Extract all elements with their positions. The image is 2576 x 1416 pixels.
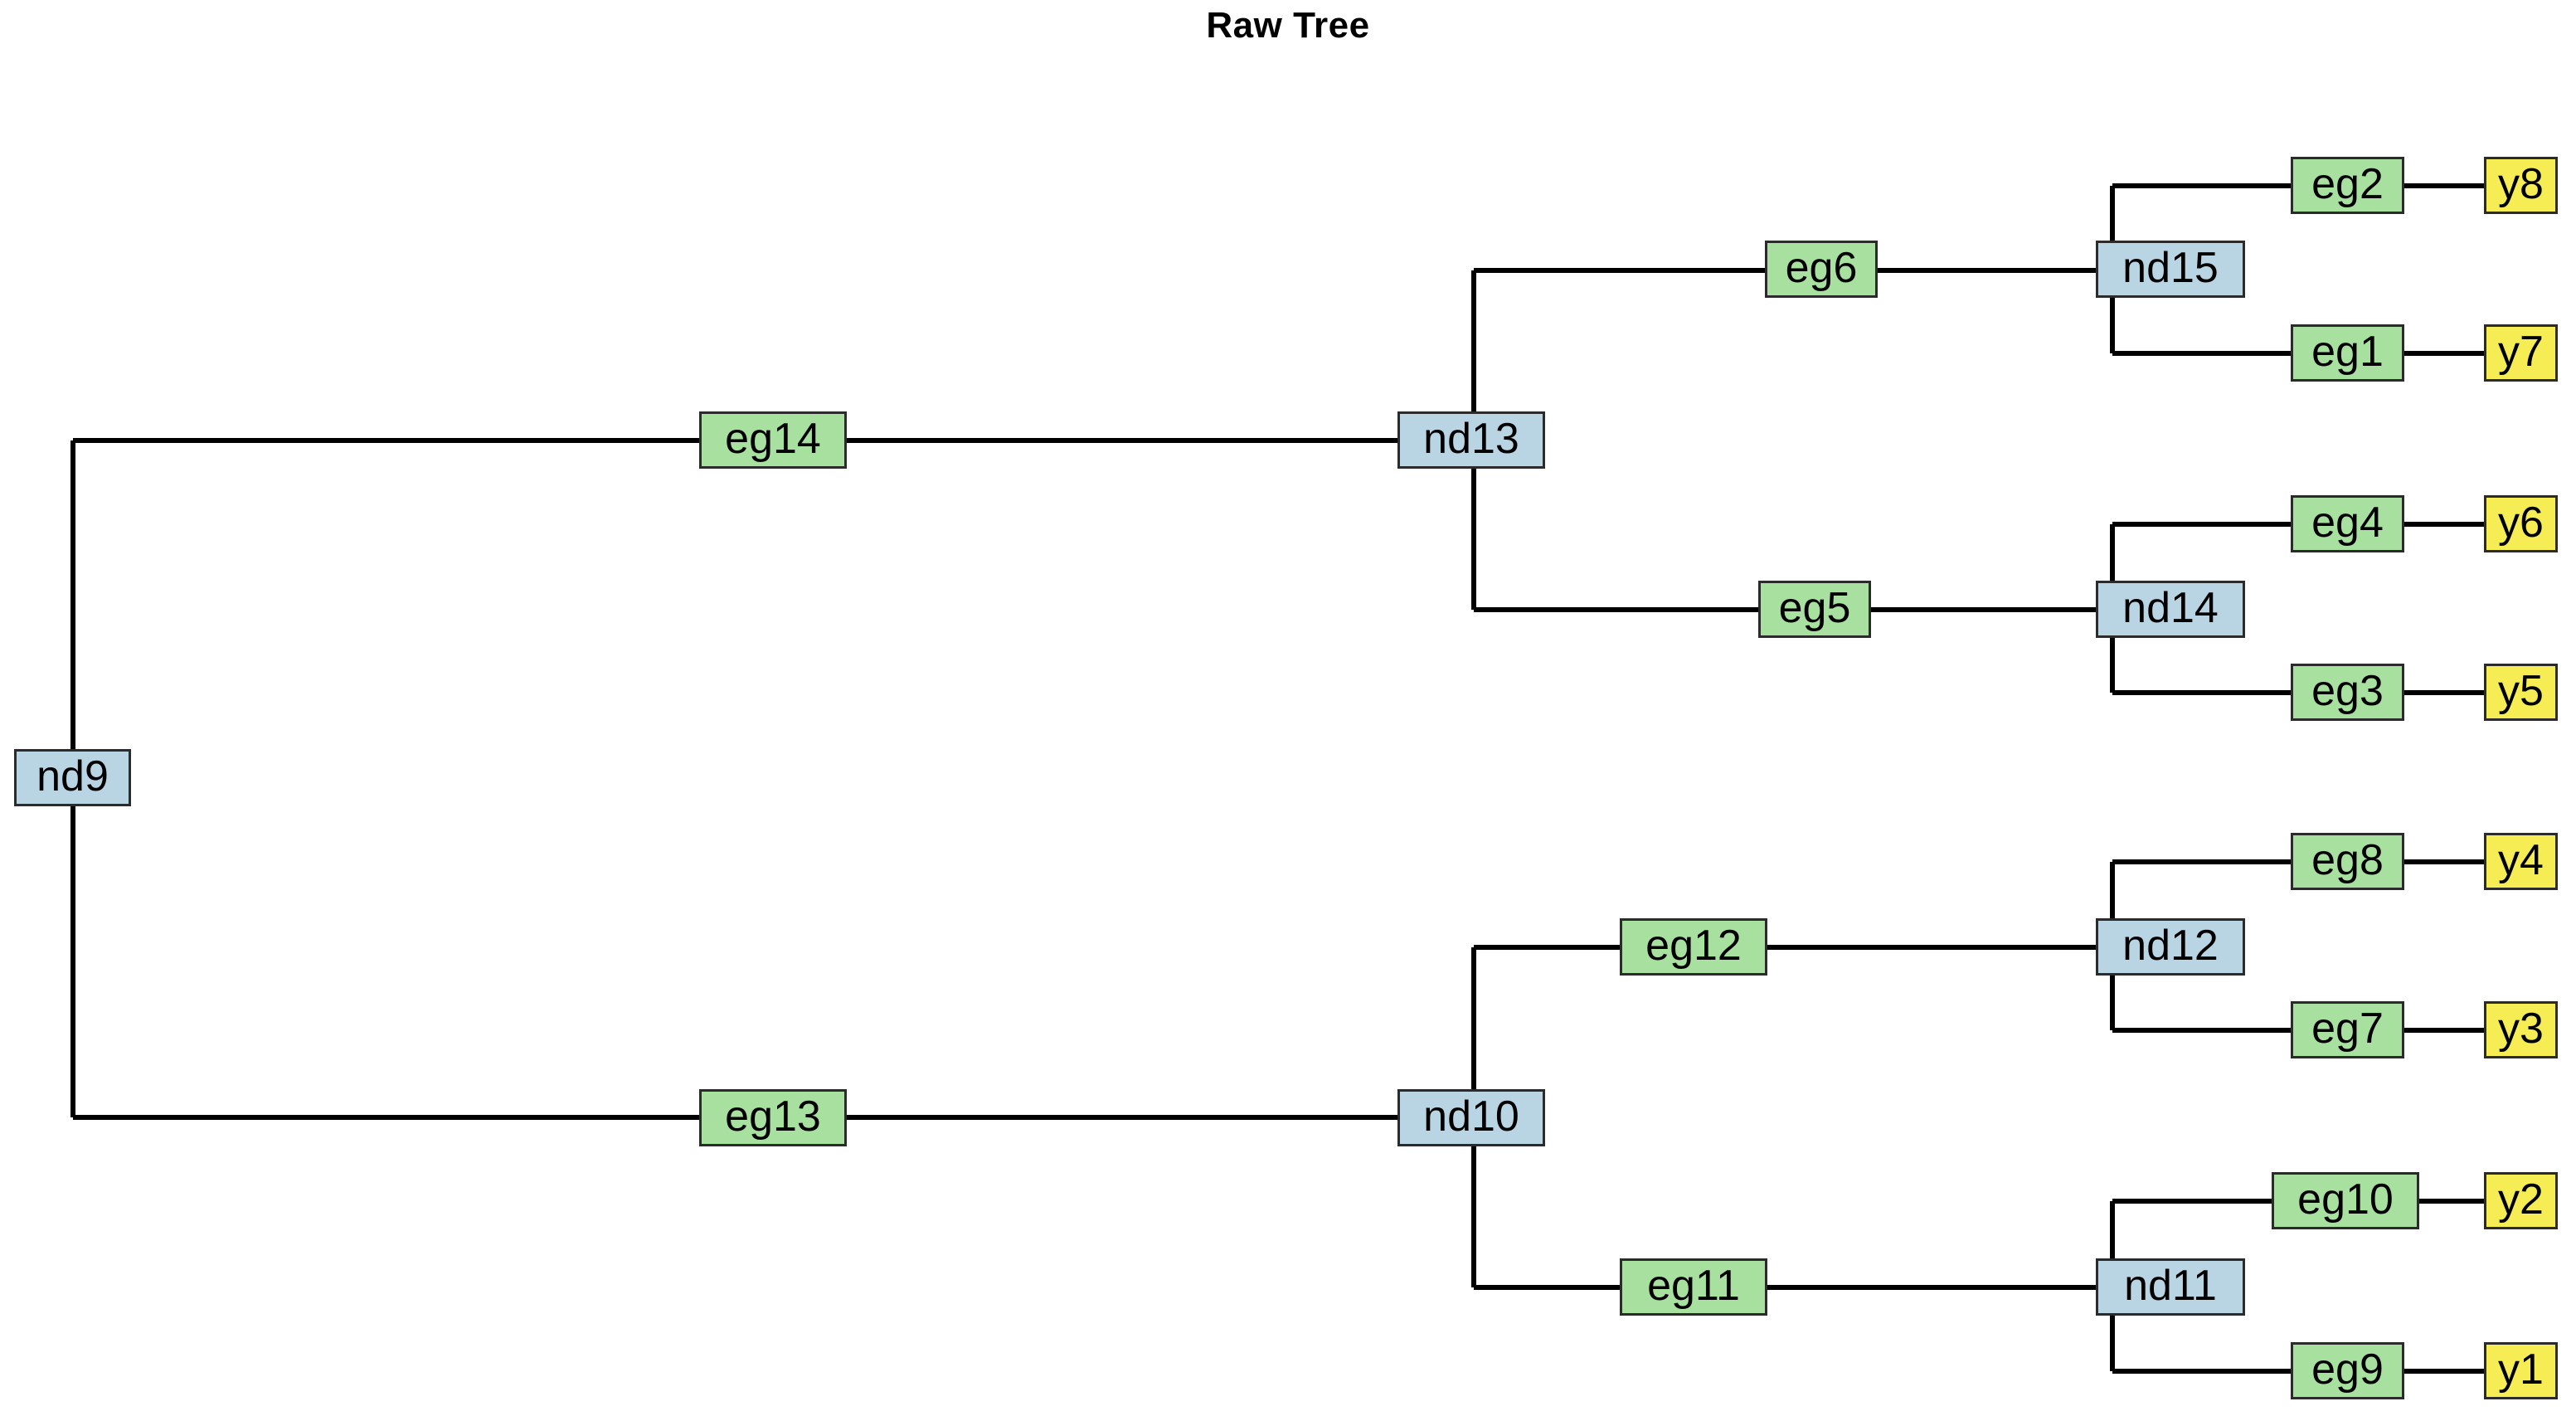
tree-node-eg7[interactable]: eg7 xyxy=(2291,1001,2404,1058)
tree-node-nd12[interactable]: nd12 xyxy=(2096,918,2245,976)
tree-node-nd13[interactable]: nd13 xyxy=(1397,411,1545,469)
tree-node-y5[interactable]: y5 xyxy=(2484,664,2558,721)
tree-node-label: eg3 xyxy=(2311,666,2384,715)
tree-node-eg5[interactable]: eg5 xyxy=(1758,581,1871,638)
tree-node-label: y3 xyxy=(2498,1004,2544,1053)
tree-node-label: nd12 xyxy=(2122,921,2219,970)
page-title: Raw Tree xyxy=(1206,5,1370,46)
tree-node-eg10[interactable]: eg10 xyxy=(2272,1172,2419,1229)
tree-node-label: eg14 xyxy=(725,414,821,463)
tree-node-nd14[interactable]: nd14 xyxy=(2096,581,2245,638)
tree-node-nd9[interactable]: nd9 xyxy=(14,749,131,806)
tree-node-eg4[interactable]: eg4 xyxy=(2291,495,2404,552)
tree-node-eg9[interactable]: eg9 xyxy=(2291,1342,2404,1399)
tree-node-nd11[interactable]: nd11 xyxy=(2096,1258,2245,1316)
tree-node-label: nd10 xyxy=(1423,1092,1519,1141)
tree-node-eg13[interactable]: eg13 xyxy=(699,1089,847,1146)
tree-node-label: eg7 xyxy=(2311,1004,2384,1053)
tree-node-label: nd9 xyxy=(36,752,109,800)
tree-node-label: y1 xyxy=(2498,1345,2544,1394)
tree-node-label: y4 xyxy=(2498,835,2544,884)
tree-node-label: eg5 xyxy=(1778,583,1851,632)
tree-node-eg3[interactable]: eg3 xyxy=(2291,664,2404,721)
tree-node-label: nd11 xyxy=(2124,1261,2217,1310)
tree-node-y8[interactable]: y8 xyxy=(2484,157,2558,214)
tree-node-eg8[interactable]: eg8 xyxy=(2291,833,2404,890)
tree-node-label: nd13 xyxy=(1423,414,1519,463)
tree-node-label: y6 xyxy=(2498,498,2544,547)
tree-node-label: eg1 xyxy=(2311,327,2384,376)
tree-node-label: eg6 xyxy=(1785,243,1858,292)
tree-node-eg14[interactable]: eg14 xyxy=(699,411,847,469)
tree-node-eg2[interactable]: eg2 xyxy=(2291,157,2404,214)
tree-node-label: y2 xyxy=(2498,1175,2544,1224)
tree-node-eg6[interactable]: eg6 xyxy=(1765,241,1878,298)
tree-node-label: y7 xyxy=(2498,327,2544,376)
tree-node-nd10[interactable]: nd10 xyxy=(1397,1089,1545,1146)
tree-node-label: eg12 xyxy=(1645,921,1742,970)
tree-node-y6[interactable]: y6 xyxy=(2484,495,2558,552)
tree-node-label: y8 xyxy=(2498,159,2544,208)
tree-node-label: eg13 xyxy=(725,1092,821,1141)
tree-node-nd15[interactable]: nd15 xyxy=(2096,241,2245,298)
tree-node-label: eg10 xyxy=(2297,1175,2394,1224)
tree-node-y1[interactable]: y1 xyxy=(2484,1342,2558,1399)
tree-node-label: eg9 xyxy=(2311,1345,2384,1394)
tree-node-label: y5 xyxy=(2498,666,2544,715)
tree-node-label: eg8 xyxy=(2311,835,2384,884)
tree-node-label: nd14 xyxy=(2122,583,2219,632)
tree-node-eg12[interactable]: eg12 xyxy=(1620,918,1767,976)
tree-node-eg11[interactable]: eg11 xyxy=(1620,1258,1767,1316)
tree-node-label: eg2 xyxy=(2311,159,2384,208)
tree-node-eg1[interactable]: eg1 xyxy=(2291,324,2404,382)
tree-node-label: nd15 xyxy=(2122,243,2219,292)
tree-node-label: eg4 xyxy=(2311,498,2384,547)
tree-node-y3[interactable]: y3 xyxy=(2484,1001,2558,1058)
tree-node-y7[interactable]: y7 xyxy=(2484,324,2558,382)
tree-node-y2[interactable]: y2 xyxy=(2484,1172,2558,1229)
tree-node-label: eg11 xyxy=(1647,1261,1740,1310)
tree-node-y4[interactable]: y4 xyxy=(2484,833,2558,890)
